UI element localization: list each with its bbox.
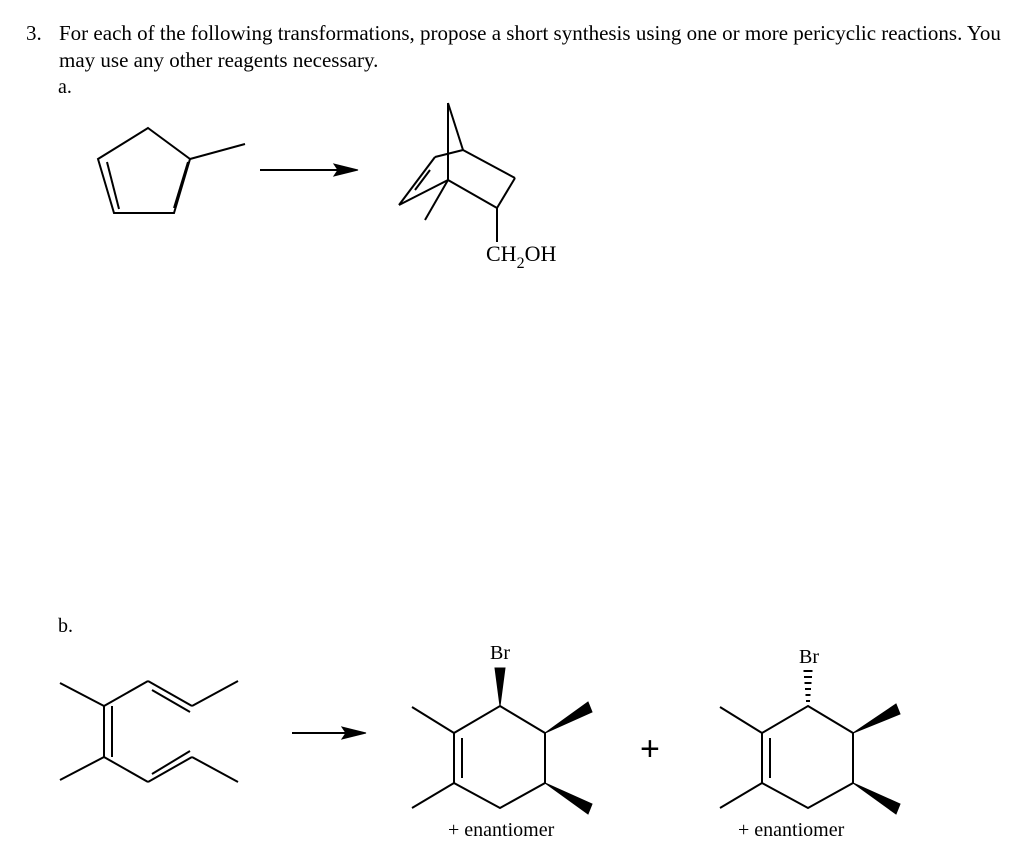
bromine-label-product-2: Br [799, 646, 819, 668]
ch2oh-substituent-label: CH2OH [486, 241, 557, 272]
reaction-arrow-a [260, 163, 359, 177]
reaction-arrow-b [292, 726, 367, 740]
part-b-label: b. [58, 615, 73, 637]
plus-sign: + [640, 730, 660, 768]
methyl-bond [189, 143, 246, 160]
wedge-bond-methyl-bottom [544, 782, 593, 815]
wedge-bond-br [494, 667, 506, 707]
starting-material-a [96, 126, 246, 214]
wedge-bond-methyl-top [544, 701, 593, 734]
hashed-bond-br [803, 670, 813, 702]
product-b1-cyclohexene [411, 667, 593, 815]
enantiomer-note-product-1: + enantiomer [448, 819, 555, 841]
question-number: 3. [26, 21, 42, 45]
double-bond-inner [106, 161, 120, 210]
product-a-norbornene [398, 102, 516, 242]
enantiomer-note-product-2: + enantiomer [738, 819, 845, 841]
wedge-bond-methyl-bottom [852, 782, 901, 815]
bromine-label-product-1: Br [490, 642, 510, 664]
part-a-label: a. [58, 76, 72, 98]
cyclopentadiene-ring [96, 126, 192, 214]
wedge-bond-methyl-top [852, 703, 901, 734]
question-text: For each of the following transformation… [59, 21, 1001, 72]
double-bond-inner [173, 161, 189, 209]
starting-material-b [59, 680, 239, 783]
product-b2-cyclohexene [719, 670, 901, 815]
